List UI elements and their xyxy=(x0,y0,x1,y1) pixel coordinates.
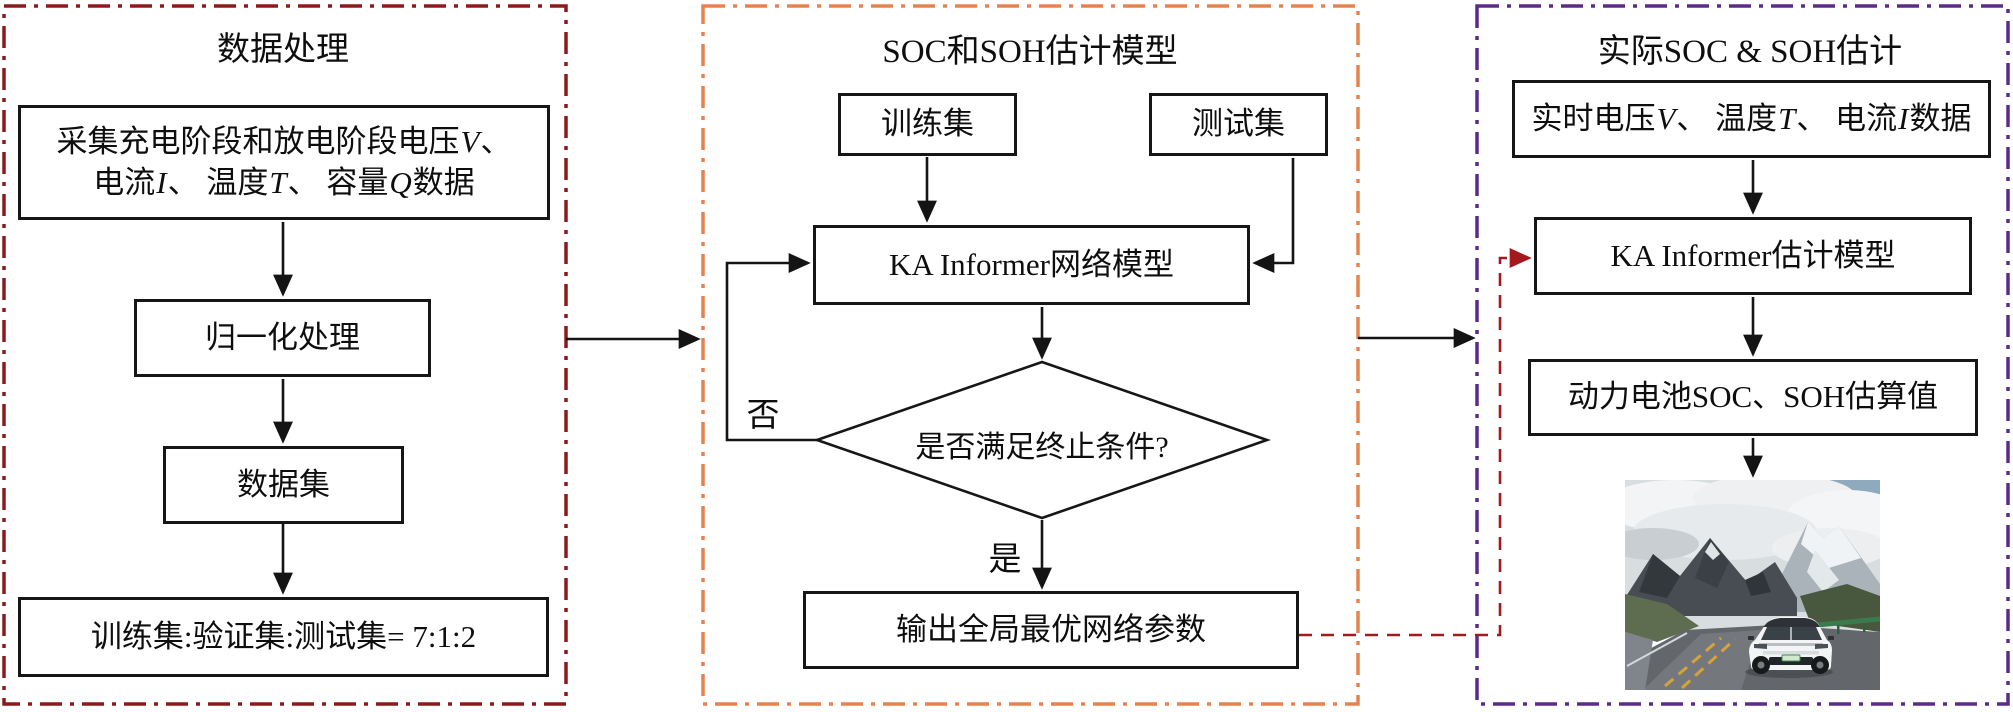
no-label: 否 xyxy=(744,388,782,436)
feedback-dashed-arrow xyxy=(1299,248,1532,637)
train-set-box: 训练集 xyxy=(838,93,1017,156)
arrow-test-to-network xyxy=(1252,158,1295,273)
decision-diamond-shape xyxy=(813,360,1271,520)
dataset-box: 数据集 xyxy=(163,446,404,524)
right-panel-title: 实际SOC & SOH估计 xyxy=(1597,34,1903,70)
middle-panel-title: SOC和SOH估计模型 xyxy=(882,34,1178,70)
ka-informer-estimator-box: KA Informer估计模型 xyxy=(1534,217,1972,295)
soc-soh-result-box: 动力电池SOC、SOH估算值 xyxy=(1528,359,1978,436)
decision-diamond-text: 是否满足终止条件? xyxy=(915,431,1169,464)
yes-label: 是 xyxy=(986,532,1024,580)
realtime-data-box: 实时电压V、 温度T、 电流I数据 xyxy=(1512,80,1991,158)
left-panel-title: 数据处理 xyxy=(217,32,349,68)
split-ratio-box: 训练集:验证集:测试集= 7:1:2 xyxy=(18,597,549,677)
arrow-no-loop xyxy=(725,253,817,442)
output-params-box: 输出全局最优网络参数 xyxy=(803,591,1299,669)
ka-informer-network-box: KA Informer网络模型 xyxy=(813,225,1250,305)
panel-right-border xyxy=(1475,4,2010,706)
normalize-box: 归一化处理 xyxy=(134,299,431,377)
collect-data-box: 采集充电阶段和放电阶段电压V、 电流I、 温度T、 容量Q数据 xyxy=(18,105,550,220)
ev-car-photo xyxy=(1625,480,1880,690)
panel-middle-border xyxy=(701,4,1360,706)
realtime-data-text: 实时电压V、 温度T、 电流I数据 xyxy=(1531,100,1972,136)
white-suv xyxy=(1745,617,1834,678)
collect-data-text: 采集充电阶段和放电阶段电压V、 电流I、 温度T、 容量Q数据 xyxy=(56,124,512,200)
test-set-box: 测试集 xyxy=(1149,93,1328,156)
